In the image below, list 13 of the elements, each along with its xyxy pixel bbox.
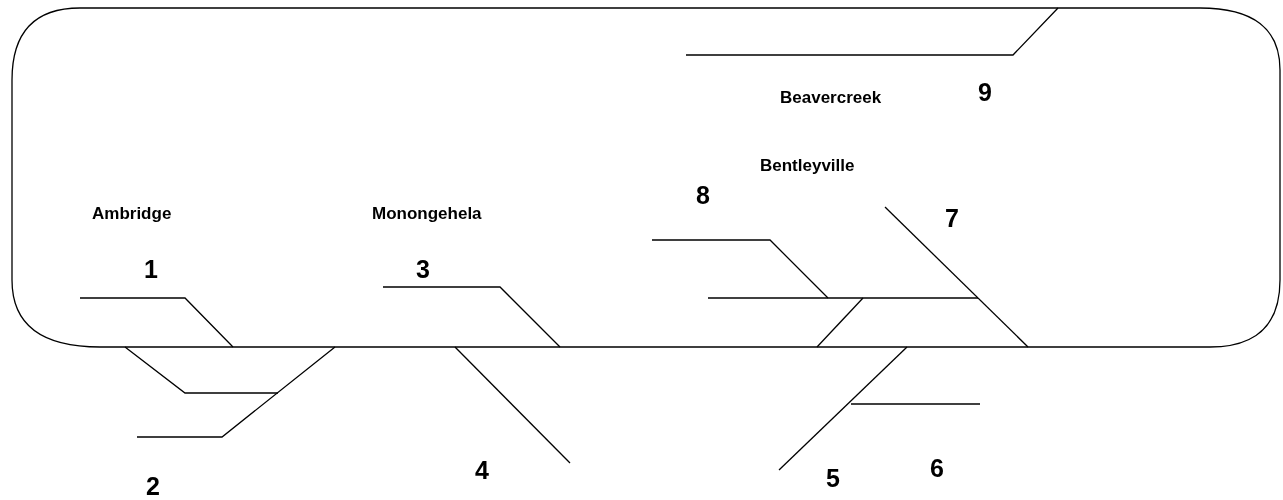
callout-number: 9 (978, 80, 992, 105)
callout-number: 2 (146, 474, 160, 499)
callout-number: 8 (696, 183, 710, 208)
callout-number: 1 (144, 257, 158, 282)
callout-number: 4 (475, 458, 489, 483)
callout-number: 5 (826, 466, 840, 491)
place-label: Ambridge (92, 205, 172, 222)
place-label: Bentleyville (760, 157, 855, 174)
place-label: Beavercreek (780, 89, 882, 106)
place-label: Monongehela (372, 205, 482, 222)
callout-number: 6 (930, 456, 944, 481)
callout-number: 7 (945, 206, 959, 231)
callout-number: 3 (416, 257, 430, 282)
